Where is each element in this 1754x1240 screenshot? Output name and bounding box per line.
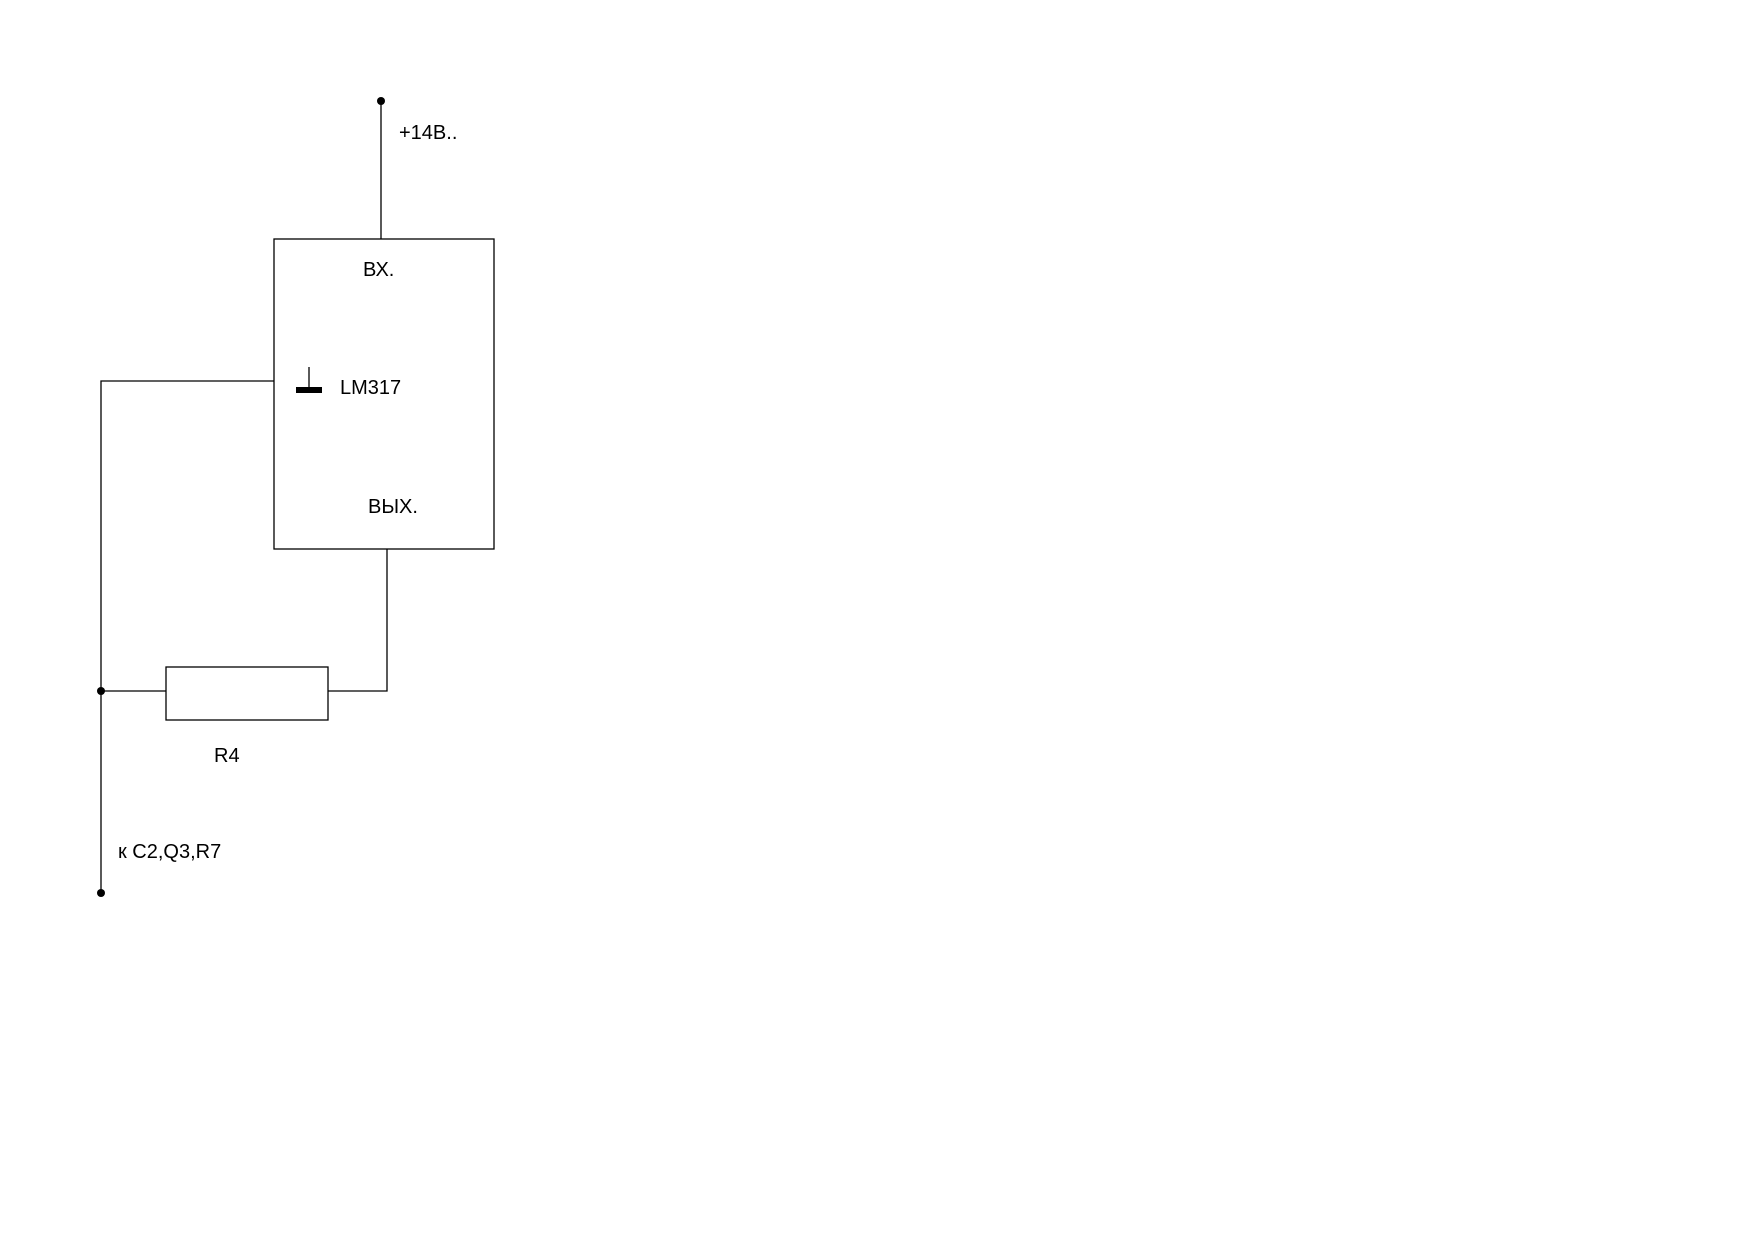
regulator-lm317: ВХ. LM317 ВЫХ. bbox=[273, 238, 495, 550]
regulator-input-label: ВХ. bbox=[363, 259, 394, 281]
regulator-output-label: ВЫХ. bbox=[368, 496, 418, 518]
junction-dot bbox=[97, 687, 105, 695]
regulator-body bbox=[273, 238, 495, 550]
resistor-label: R4 bbox=[214, 745, 240, 767]
adjust-wire bbox=[100, 380, 274, 893]
adjust-pin-icon bbox=[296, 367, 322, 393]
output-terminal-dot bbox=[97, 889, 105, 897]
resistor-r4-body bbox=[165, 666, 329, 721]
output-node-label: к C2,Q3,R7 bbox=[118, 841, 221, 863]
output-wire bbox=[328, 549, 388, 692]
regulator-name: LM317 bbox=[340, 377, 401, 399]
supply-label: +14В.. bbox=[399, 122, 457, 144]
